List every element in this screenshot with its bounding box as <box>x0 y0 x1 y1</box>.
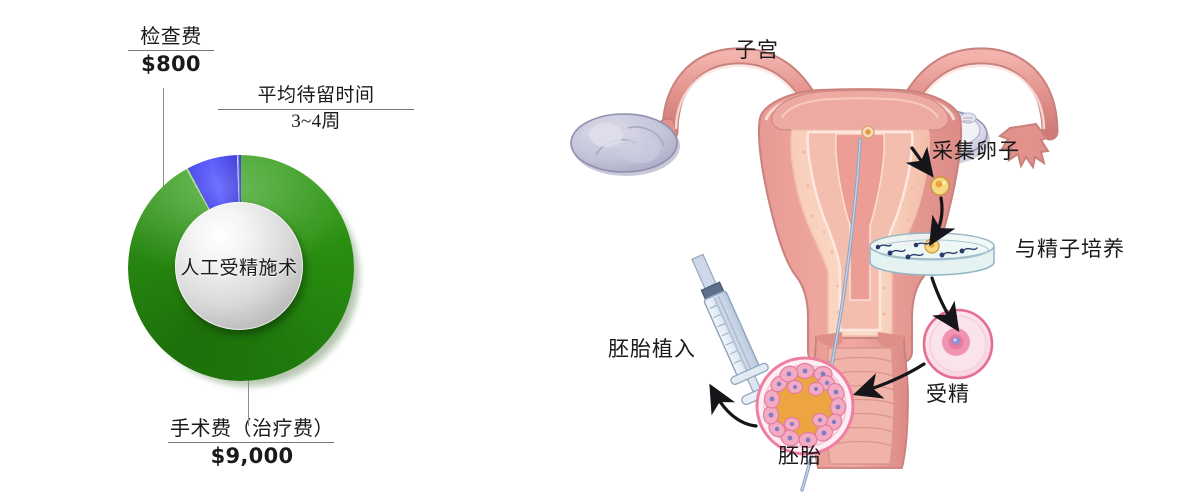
label-uterus: 子宫 <box>735 38 779 62</box>
cost-donut-chart: 检查费 $800 平均待留时间 3~4周 手术费（治疗费） $9,000 <box>0 0 520 500</box>
arrow-embryo-to-transfer <box>709 383 758 428</box>
callout-surgery-fee-title: 手术费（治疗费） <box>170 418 334 440</box>
arrow-dish-to-zygote <box>930 276 960 332</box>
ivf-process-diagram: 子宫 采集卵子 与精子培养 受精 胚胎 胚胎植入 <box>520 0 1200 500</box>
arrow-zygote-to-embryo <box>852 362 926 399</box>
label-embryo-transfer: 胚胎植入 <box>608 337 696 361</box>
callout-exam-fee: 检查费 $800 <box>128 26 214 76</box>
retrieved-oocyte <box>930 176 950 196</box>
callout-average-stay-rule <box>218 108 414 110</box>
callout-exam-fee-title: 检查费 <box>140 26 202 48</box>
donut-hub: 人工受精施术 <box>175 202 303 330</box>
leader-line-exam-fee <box>163 88 164 212</box>
arrow-oocyte-to-dish <box>929 196 956 247</box>
callout-exam-fee-value: $800 <box>141 52 201 76</box>
arrow-ovary-to-oocyte <box>905 146 934 178</box>
label-fertilization: 受精 <box>926 382 970 406</box>
label-embryo: 胚胎 <box>778 444 822 468</box>
process-arrows <box>709 146 960 428</box>
blastocyst-embryo <box>755 356 855 456</box>
label-sperm-culture: 与精子培养 <box>1015 237 1125 261</box>
leader-line-surgery-fee <box>248 360 249 426</box>
donut-center-label: 人工受精施术 <box>180 257 298 279</box>
fertilized-zygote <box>922 308 994 380</box>
donut-graphic: 人工受精施术 <box>128 155 368 395</box>
ivf-illustration <box>570 47 1059 492</box>
label-egg-retrieval: 采集卵子 <box>932 139 1020 163</box>
callout-surgery-fee-rule <box>168 442 334 443</box>
petri-dish-with-sperm <box>869 232 995 276</box>
callout-average-stay: 平均待留时间 3~4周 <box>218 85 414 133</box>
callout-average-stay-title: 平均待留时间 <box>257 85 375 106</box>
callout-average-stay-value: 3~4周 <box>291 110 341 132</box>
callout-surgery-fee: 手术费（治疗费） $9,000 <box>168 418 336 468</box>
callout-surgery-fee-value: $9,000 <box>210 444 294 468</box>
blastomere-ring <box>762 362 847 449</box>
callout-exam-fee-rule <box>128 50 214 51</box>
left-ovary <box>570 113 680 176</box>
